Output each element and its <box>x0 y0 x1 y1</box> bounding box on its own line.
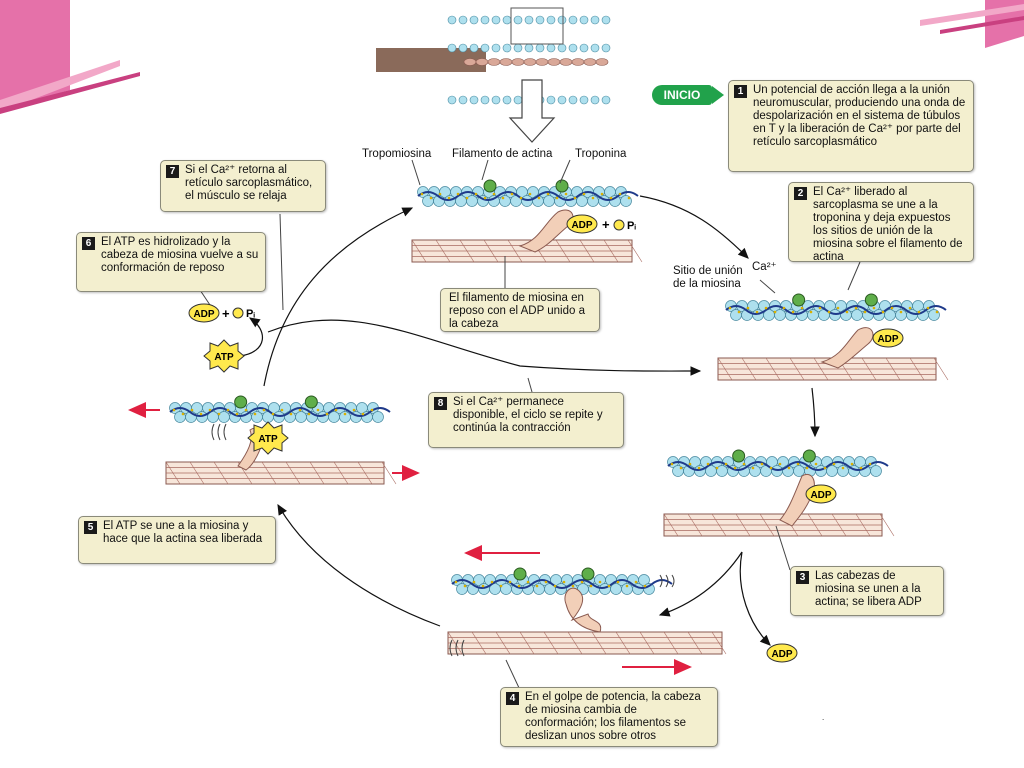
thin-filament-step3 <box>667 449 889 477</box>
step-3-callout: 3 Las cabezas de miosina se unen a la ac… <box>790 566 944 616</box>
myosin-head-rest <box>518 209 574 253</box>
step-1-text: Un potencial de acción llega a la unión … <box>753 84 966 148</box>
step-3-text: Las cabezas de miosina se unen a la acti… <box>815 570 922 608</box>
step-2-text: El Ca²⁺ liberado al sarcoplasma se une a… <box>813 186 963 263</box>
myosin-head-step2 <box>820 327 874 369</box>
adp-chip-step3 <box>805 484 837 504</box>
step-2-number: 2 <box>794 187 807 200</box>
arrow-step2-to-step3 <box>810 387 820 438</box>
myosin-head-step4 <box>564 587 602 633</box>
adp-chip-step2 <box>872 328 904 348</box>
atp-burst-free <box>203 339 245 373</box>
step-8-text: Si el Ca²⁺ permanece disponible, el cicl… <box>453 396 603 434</box>
svg-text:Pᵢ: Pᵢ <box>246 308 255 320</box>
svg-text:ATP: ATP <box>214 352 234 363</box>
step-3-number: 3 <box>796 571 809 584</box>
thick-filament-rest <box>411 239 643 263</box>
adp-chip-rest <box>566 214 598 234</box>
arrow-step3-to-step4 <box>658 551 743 617</box>
step-6-callout: 6 El ATP es hidrolizado y la cabeza de m… <box>76 232 266 292</box>
start-arrow-icon <box>712 86 724 104</box>
adp-chip-step6 <box>188 303 220 323</box>
step-4-callout: 4 En el golpe de potencia, la cabeza de … <box>500 687 718 747</box>
svg-text:+: + <box>602 217 610 232</box>
sarcomere-illustration <box>376 7 611 143</box>
rest-caption-callout: El filamento de miosina en reposo con el… <box>440 288 600 332</box>
thick-filament-step5 <box>165 461 397 485</box>
step-2-callout: 2 El Ca²⁺ liberado al sarcoplasma se une… <box>788 182 974 263</box>
atp-burst-bound <box>247 421 289 455</box>
step-5-callout: 5 El ATP se une a la miosina y hace que … <box>78 516 276 564</box>
arrow-step4-to-step5 <box>277 503 441 627</box>
step-5-number: 5 <box>84 521 97 534</box>
step-7-callout: 7 Si el Ca²⁺ retorna al retículo sarcopl… <box>160 160 326 212</box>
step-5-text: El ATP se une a la miosina y hace que la… <box>103 520 263 545</box>
step-7-number: 7 <box>166 165 179 178</box>
arrow-atp-to-adp <box>239 317 264 357</box>
svg-text:ATP: ATP <box>258 434 278 445</box>
svg-text:+: + <box>222 306 230 321</box>
svg-text:ADP: ADP <box>571 220 592 231</box>
dot-mark: . <box>822 713 824 722</box>
thick-filament-step3 <box>663 513 895 537</box>
thin-filament-rest <box>417 179 639 207</box>
step-8-number: 8 <box>434 397 447 410</box>
step-1-number: 1 <box>734 85 747 98</box>
svg-text:ADP: ADP <box>193 309 214 320</box>
step-6-number: 6 <box>82 237 95 250</box>
arrow-adp-release <box>739 551 771 646</box>
cycle-arrows <box>239 195 820 646</box>
label-actin-filament: Filamento de actina <box>452 148 553 160</box>
start-badge: INICIO <box>652 85 712 105</box>
step-4-number: 4 <box>506 692 519 705</box>
thin-filament-step2 <box>725 293 947 321</box>
arrow-step8-loop <box>267 319 702 376</box>
adp-chip-released <box>766 643 798 663</box>
thin-filament-step4 <box>451 567 673 595</box>
rest-caption-text: El filamento de miosina en reposo con el… <box>449 292 585 330</box>
step-8-callout: 8 Si el Ca²⁺ permanece disponible, el ci… <box>428 392 624 448</box>
svg-text:Pᵢ: Pᵢ <box>627 220 636 232</box>
label-troponin: Troponina <box>575 148 627 160</box>
filament-stages <box>165 179 949 655</box>
chips: ADP + Pᵢ ADP ADP ADP ADP + Pᵢ ATP ATP <box>188 214 904 663</box>
diagram-labels: Tropomiosina Filamento de actina Troponi… <box>362 148 777 290</box>
pi-chip-step6 <box>232 307 244 319</box>
step-6-text: El ATP es hidrolizado y la cabeza de mio… <box>101 236 259 274</box>
svg-text:ADP: ADP <box>877 334 898 345</box>
vibration-marks <box>211 423 675 657</box>
leader-lines <box>199 159 861 691</box>
thick-filament-step2 <box>717 357 949 381</box>
svg-text:ADP: ADP <box>810 490 831 501</box>
top-left-banner <box>0 0 140 114</box>
step-1-callout: 1 Un potencial de acción llega a la unió… <box>728 80 974 172</box>
svg-text:ADP: ADP <box>771 649 792 660</box>
thin-filament-step5 <box>169 395 391 423</box>
label-tropomyosin: Tropomiosina <box>362 148 432 160</box>
step-4-text: En el golpe de potencia, la cabeza de mi… <box>525 691 701 742</box>
myosin-head-step3 <box>779 474 815 527</box>
arrow-step6-to-rest <box>263 207 414 387</box>
step-7-text: Si el Ca²⁺ retorna al retículo sarcoplas… <box>185 164 313 202</box>
top-right-banner <box>920 0 1024 48</box>
motion-arrows <box>128 402 692 675</box>
thick-filament-step4 <box>447 631 727 655</box>
label-ca: Ca²⁺ <box>752 261 777 273</box>
pi-chip-rest <box>613 219 625 231</box>
arrow-rest-to-step2 <box>639 195 749 259</box>
